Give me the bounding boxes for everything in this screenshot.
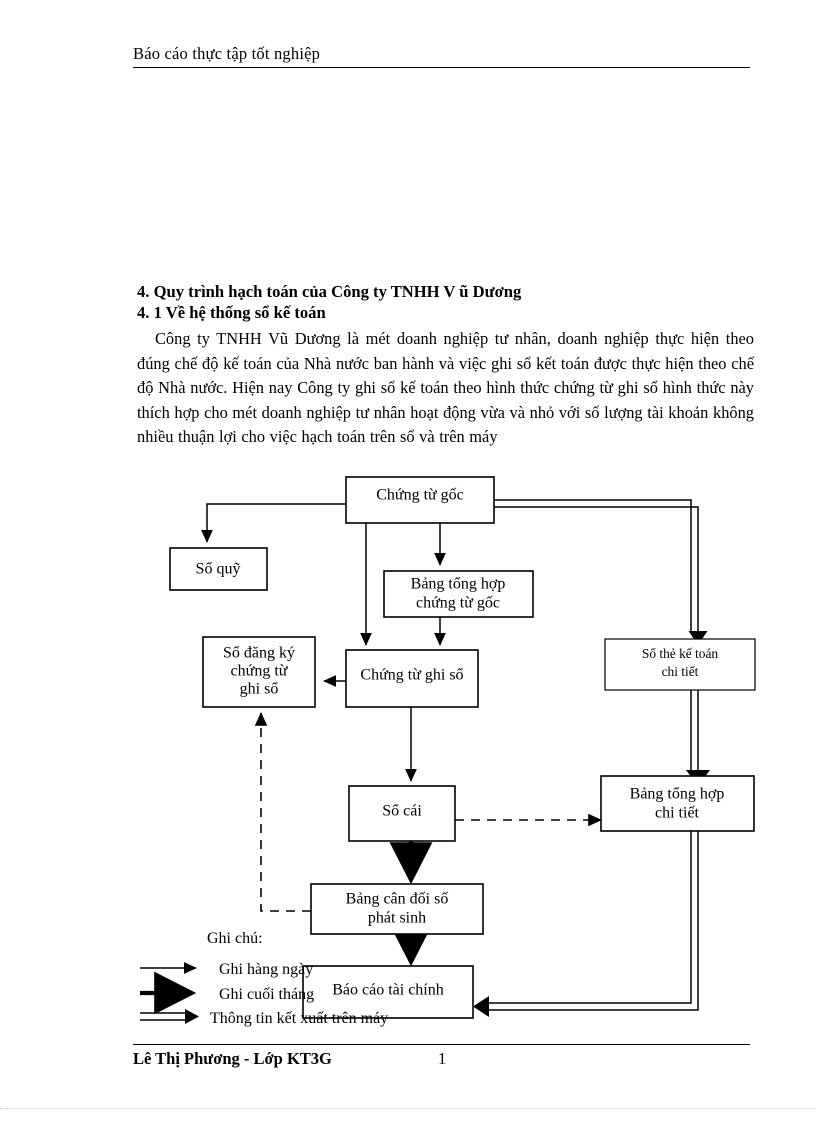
node-so-quy: Sổ quỹ bbox=[169, 547, 268, 591]
node-so-dang-ky-line3: ghi sổ bbox=[240, 681, 279, 698]
legend-label-monthly: Ghi cuối tháng bbox=[219, 986, 314, 1003]
page-footer: Lê Thị Phương - Lớp KT3G 1 bbox=[133, 1044, 750, 1073]
edge-goc-to-sothe-line-b bbox=[494, 506, 699, 633]
node-bang-tong-hop-chung-tu-goc-line2: chứng từ gốc bbox=[416, 595, 500, 612]
header-divider bbox=[133, 67, 750, 68]
footer-author: Lê Thị Phương - Lớp KT3G bbox=[133, 1049, 332, 1068]
node-bang-tong-hop-chi-tiet-line1: Bảng tổng hợp bbox=[630, 786, 725, 803]
footer-divider bbox=[133, 1044, 750, 1045]
node-so-the-ke-toan-line2: chi tiết bbox=[662, 664, 699, 679]
node-bang-tong-hop-chi-tiet-line2: chi tiết bbox=[655, 805, 700, 822]
node-so-cai-label: Sổ cái bbox=[382, 803, 422, 820]
node-so-the-ke-toan-chi-tiet: Sổ thẻ kế toán chi tiết bbox=[604, 638, 756, 691]
node-bang-can-doi-line2: phát sinh bbox=[368, 910, 426, 927]
node-so-cai: Sổ cái bbox=[348, 785, 456, 842]
body-paragraph: Công ty TNHH Vũ Dương là mét doanh nghiệ… bbox=[137, 329, 754, 447]
legend-arrow-double-arrowhead bbox=[185, 1009, 199, 1024]
edge-goc-to-sothe-arrowhead bbox=[688, 631, 708, 645]
node-bang-can-doi-line1: Bảng cân đối số bbox=[346, 891, 449, 908]
edge-bangchitiet-to-baocao-line-b bbox=[487, 831, 699, 1011]
page-header: Báo cáo thực tập tốt nghiệp bbox=[133, 44, 750, 68]
header-title: Báo cáo thực tập tốt nghiệp bbox=[133, 44, 321, 63]
scan-edge-line bbox=[0, 1108, 816, 1109]
legend-title: Ghi chú: bbox=[207, 930, 263, 947]
edge-goc-to-sothe-line-a bbox=[494, 499, 692, 633]
section-heading-4-1: 4. 1 Về hệ thống sổ kế toán bbox=[137, 303, 326, 322]
node-so-the-ke-toan-line1: Sổ thẻ kế toán bbox=[642, 646, 719, 661]
edge-bangchitiet-to-baocao-arrowhead bbox=[473, 996, 489, 1017]
section-heading-4: 4. Quy trình hạch toán của Công ty TNHH … bbox=[137, 282, 522, 301]
node-bang-tong-hop-chi-tiet: Bảng tổng hợp chi tiết bbox=[600, 775, 755, 832]
page-content: 4. Quy trình hạch toán của Công ty TNHH … bbox=[137, 281, 754, 450]
edge-goc-to-soquy bbox=[201, 503, 346, 543]
node-so-dang-ky-line1: Sổ đăng ký bbox=[223, 645, 295, 662]
node-so-quy-label: Sổ quỹ bbox=[196, 561, 241, 578]
legend-label-export: Thông tin kết xuất trên máy bbox=[210, 1010, 388, 1027]
node-bang-can-doi-so-phat-sinh: Bảng cân đối số phát sinh bbox=[310, 883, 484, 935]
node-chung-tu-goc: Chứng từ gốc bbox=[345, 476, 495, 524]
footer-page-number: 1 bbox=[438, 1049, 447, 1068]
flowchart-legend: Ghi chú: Ghi hàng ngày Ghi cuối tháng Th… bbox=[140, 930, 388, 1027]
node-bao-cao-tai-chinh: Báo cáo tài chính bbox=[302, 965, 474, 1019]
node-chung-tu-ghi-so-label: Chứng từ ghi sổ bbox=[360, 667, 463, 684]
edge-bangchitiet-to-baocao-line-a bbox=[487, 831, 692, 1004]
node-bang-tong-hop-chung-tu-goc-line1: Bảng tổng hợp bbox=[411, 576, 506, 593]
node-bang-tong-hop-chung-tu-goc: Bảng tổng hợp chứng từ gốc bbox=[383, 570, 534, 618]
node-bao-cao-tai-chinh-label: Báo cáo tài chính bbox=[332, 982, 444, 999]
node-so-dang-ky-line2: chứng từ bbox=[231, 663, 289, 680]
legend-label-daily: Ghi hàng ngày bbox=[219, 961, 313, 978]
node-chung-tu-ghi-so: Chứng từ ghi sổ bbox=[345, 649, 479, 708]
edge-bangcandoi-to-sodangky bbox=[254, 712, 311, 912]
node-chung-tu-goc-label: Chứng từ gốc bbox=[376, 487, 464, 504]
node-so-dang-ky-chung-tu-ghi-so: Sổ đăng ký chứng từ ghi sổ bbox=[202, 636, 316, 708]
